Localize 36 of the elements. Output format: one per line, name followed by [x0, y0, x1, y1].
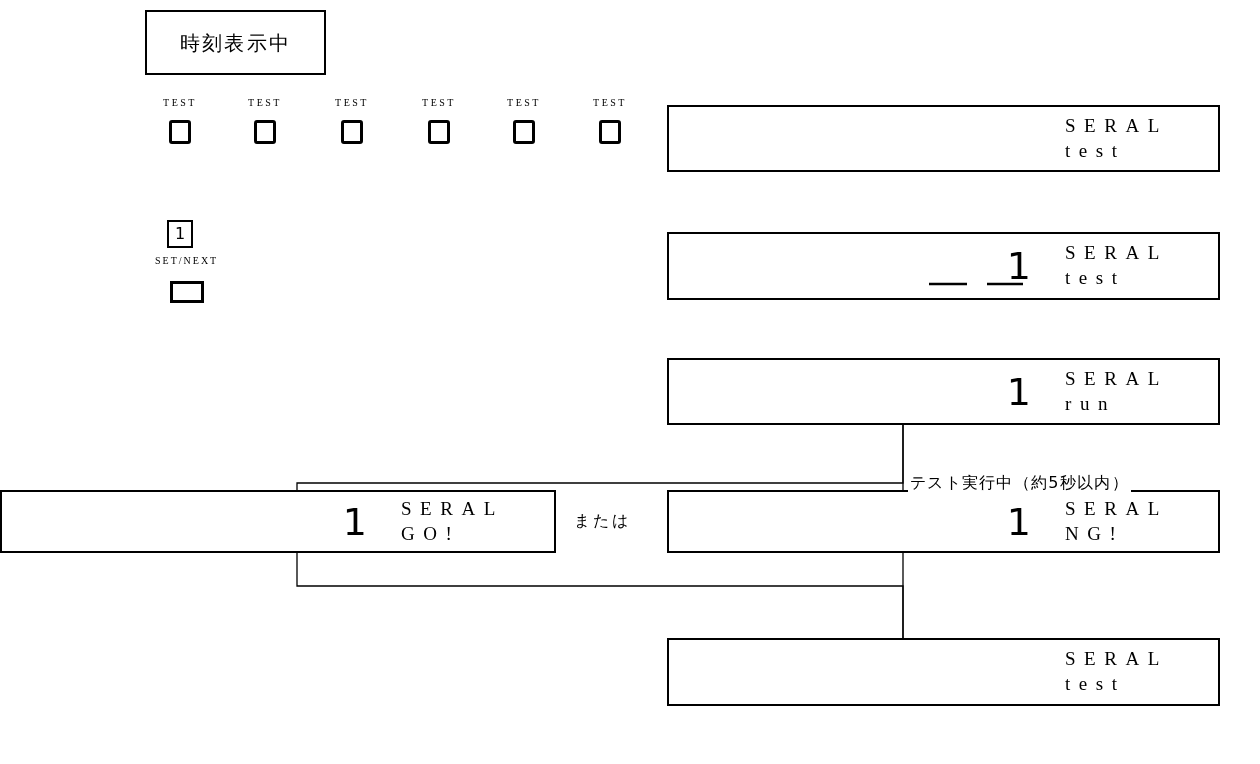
display-panel: [667, 638, 1220, 706]
digit-readout: 1: [1006, 502, 1031, 541]
display-title: SERAL: [1065, 366, 1169, 391]
connector-line: [902, 424, 904, 491]
display-status: test: [1065, 138, 1127, 163]
or-note: または: [574, 510, 632, 532]
display-status: test: [1065, 266, 1127, 290]
status-box: [145, 10, 326, 75]
key-label: SET/NEXT: [155, 256, 219, 266]
display-status: NG!: [1065, 521, 1126, 546]
key-label: TEST: [248, 98, 282, 108]
display-title: SERAL: [401, 496, 505, 521]
display-title: SERAL: [1065, 113, 1169, 138]
display-panel: [667, 105, 1220, 172]
display-status: test: [1065, 672, 1127, 696]
display-title: SERAL: [1065, 647, 1169, 672]
key-label: TEST: [593, 98, 627, 108]
digit-readout: 1: [1006, 372, 1031, 411]
connector-line: [902, 552, 904, 639]
key-label: TEST: [422, 98, 456, 108]
key-label: TEST: [163, 98, 197, 108]
display-panel: [667, 490, 1220, 553]
display-status: GO!: [401, 521, 462, 546]
display-title: SERAL: [1065, 496, 1169, 521]
display-panel: [0, 490, 556, 553]
display-title: SERAL: [1065, 241, 1169, 266]
status-text: 時刻表示中: [179, 29, 292, 57]
display-panel: [667, 232, 1220, 300]
key-label: TEST: [335, 98, 369, 108]
display-status: run: [1065, 391, 1117, 416]
number-key: 1: [167, 220, 193, 248]
display-panel: [667, 358, 1220, 425]
digit-readout: 1: [1006, 247, 1031, 285]
edge-label: テスト実行中（約5秒以内）: [908, 471, 1131, 495]
digit-readout: 1: [342, 502, 367, 541]
key-label: TEST: [507, 98, 541, 108]
